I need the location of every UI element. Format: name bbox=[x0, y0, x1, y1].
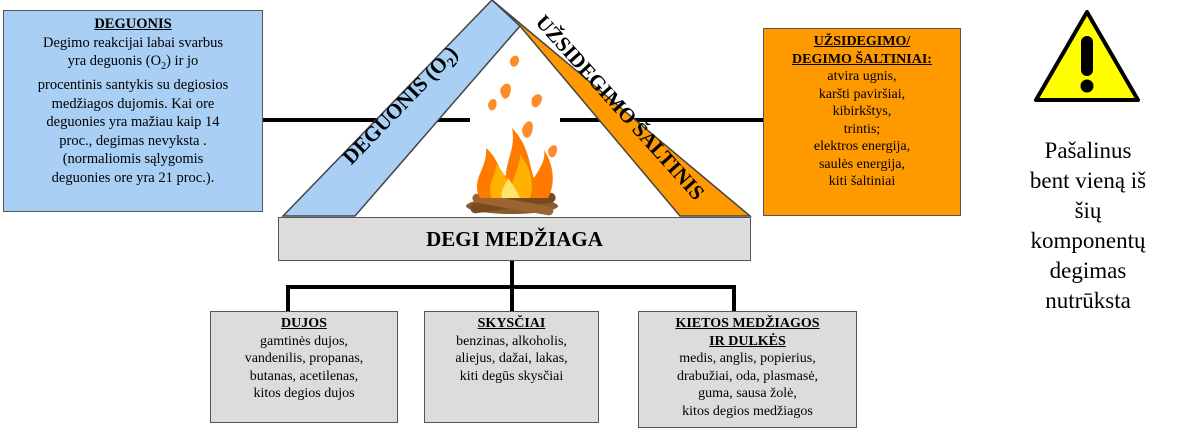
note-line: šių bbox=[1074, 198, 1102, 223]
note-line: degimas bbox=[1049, 258, 1127, 283]
ignition-item: saulės energija, bbox=[818, 156, 906, 172]
ignition-box-title-1: UŽSIDEGIMO/ bbox=[813, 34, 911, 49]
note-line: komponentų bbox=[1030, 228, 1146, 253]
fuel-item: drabužiai, oda, plasmasė, bbox=[676, 368, 819, 384]
oxygen-line-8: deguonies ore yra 21 proc.). bbox=[51, 169, 215, 186]
fuel-liquids-box: SKYSČIAI benzinas, alkoholis, aliejus, d… bbox=[424, 311, 599, 423]
fuel-item: medis, anglis, popierius, bbox=[679, 351, 816, 366]
oxygen-line-2: yra deguonis (O2) ir jo bbox=[67, 53, 199, 72]
fuel-item: vandenilis, propanas, bbox=[244, 351, 364, 366]
oxygen-line-3: procentinis santykis su degiosios bbox=[37, 77, 229, 94]
fuel-base-bar: DEGI MEDŽIAGA bbox=[278, 217, 751, 261]
note-line: bent vieną iš bbox=[1029, 168, 1147, 193]
ignition-item: kibirkštys, bbox=[832, 104, 892, 119]
fuel-solids-title-1: KIETOS MEDŽIAGOS bbox=[675, 316, 820, 331]
oxygen-info-box: DEGUONIS Degimo reakcijai labai svarbus … bbox=[3, 10, 263, 212]
fuel-item: aliejus, dažai, lakas, bbox=[455, 351, 568, 366]
ignition-box-title-2: DEGIMO ŠALTINIAI: bbox=[792, 51, 932, 67]
ignition-item: karšti paviršiai, bbox=[818, 86, 906, 102]
ignition-item: trintis; bbox=[843, 121, 881, 137]
ignition-item: kiti šaltiniai bbox=[828, 174, 896, 189]
fire-icon bbox=[466, 55, 558, 216]
warning-note: Pašalinus bent vieną iš šių komponentų d… bbox=[996, 136, 1180, 316]
fuel-solids-box: KIETOS MEDŽIAGOS IR DULKĖS medis, anglis… bbox=[638, 311, 857, 428]
fuel-item: guma, sausa žolė, bbox=[698, 386, 797, 401]
fuel-gases-box: DUJOS gamtinės dujos, vandenilis, propan… bbox=[210, 311, 398, 423]
oxygen-line-6: proc., degimas nevyksta . bbox=[59, 132, 207, 149]
oxygen-line-4: medžiagos dujomis. Kai ore bbox=[51, 95, 215, 112]
fuel-gases-title: DUJOS bbox=[281, 316, 327, 331]
warning-icon bbox=[1034, 10, 1140, 102]
oxygen-line-7: (normaliomis sąlygomis bbox=[62, 151, 204, 168]
note-line: nutrūksta bbox=[1045, 288, 1131, 313]
note-line: Pašalinus bbox=[1044, 138, 1132, 163]
fuel-item: kiti degūs skysčiai bbox=[459, 368, 564, 384]
fuel-liquids-title: SKYSČIAI bbox=[477, 316, 546, 331]
fuel-item: kitos degios medžiagos bbox=[682, 403, 813, 419]
ignition-sources-box: UŽSIDEGIMO/ DEGIMO ŠALTINIAI: atvira ugn… bbox=[763, 28, 961, 216]
ignition-item: elektros energija, bbox=[813, 139, 911, 154]
fuel-solids-title-2: IR DULKĖS bbox=[709, 333, 786, 349]
oxygen-line-5: deguonies yra mažiau kaip 14 bbox=[46, 114, 220, 131]
fuel-item: gamtinės dujos, bbox=[260, 333, 348, 349]
fuel-item: butanas, acetilenas, bbox=[249, 368, 359, 384]
oxygen-line-1: Degimo reakcijai labai svarbus bbox=[43, 34, 223, 51]
fuel-item: kitos degios dujos bbox=[253, 386, 355, 401]
ignition-item: atvira ugnis, bbox=[827, 69, 897, 84]
ignition-side bbox=[491, 0, 753, 217]
oxygen-box-title: DEGUONIS bbox=[94, 16, 172, 32]
ignition-side-label: UŽSIDEGIMO ŠALTINIS bbox=[531, 10, 710, 205]
fuel-item: benzinas, alkoholis, bbox=[456, 333, 567, 349]
